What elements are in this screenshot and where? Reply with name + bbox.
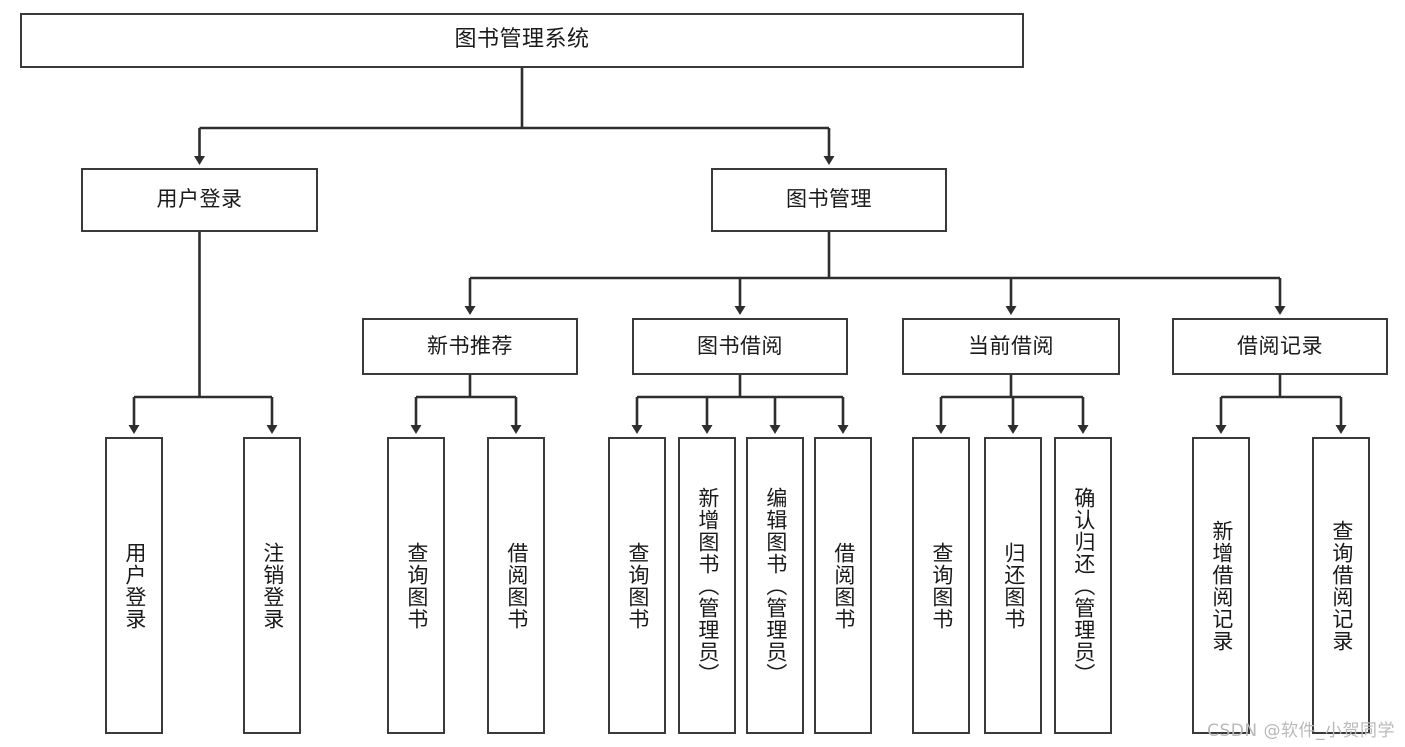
- node-leaf-query-borrow-record-label: 查询借阅记录: [1329, 519, 1354, 652]
- node-leaf-logout-label: 注销登录: [260, 541, 285, 630]
- node-leaf-add-book-admin-label: 新增图书（管理员）: [695, 486, 720, 685]
- node-leaf-return-book[interactable]: 归还图书: [984, 437, 1042, 734]
- node-leaf-query-book-recommend-label: 查询图书: [404, 541, 429, 630]
- node-book-management-label: 图书管理: [786, 187, 872, 212]
- node-leaf-borrow-book-recommend-label: 借阅图书: [504, 541, 529, 630]
- node-new-book-recommend[interactable]: 新书推荐: [362, 318, 578, 375]
- node-leaf-user-login[interactable]: 用户登录: [105, 437, 163, 734]
- node-leaf-edit-book-admin[interactable]: 编辑图书（管理员）: [746, 437, 804, 734]
- node-user-login[interactable]: 用户登录: [81, 168, 318, 232]
- node-leaf-borrow-book-label: 借阅图书: [831, 541, 856, 630]
- node-borrow-record[interactable]: 借阅记录: [1172, 318, 1388, 375]
- node-book-borrow[interactable]: 图书借阅: [632, 318, 848, 375]
- node-leaf-add-borrow-record-label: 新增借阅记录: [1209, 519, 1234, 652]
- node-borrow-record-label: 借阅记录: [1237, 333, 1323, 358]
- node-leaf-user-login-label: 用户登录: [122, 541, 147, 630]
- node-leaf-add-borrow-record[interactable]: 新增借阅记录: [1192, 437, 1250, 734]
- node-book-borrow-label: 图书借阅: [697, 333, 783, 358]
- node-leaf-borrow-book-recommend[interactable]: 借阅图书: [487, 437, 545, 734]
- node-new-book-recommend-label: 新书推荐: [427, 333, 513, 358]
- node-user-login-label: 用户登录: [156, 187, 243, 212]
- node-leaf-logout[interactable]: 注销登录: [243, 437, 301, 734]
- node-current-borrow-label: 当前借阅: [968, 333, 1054, 358]
- node-leaf-query-borrow-record[interactable]: 查询借阅记录: [1312, 437, 1370, 734]
- node-leaf-query-book-current[interactable]: 查询图书: [912, 437, 970, 734]
- node-root-label: 图书管理系统: [454, 27, 590, 53]
- node-leaf-confirm-return-admin[interactable]: 确认归还（管理员）: [1054, 437, 1112, 734]
- node-leaf-return-book-label: 归还图书: [1001, 541, 1026, 630]
- node-book-management[interactable]: 图书管理: [711, 168, 947, 232]
- node-root[interactable]: 图书管理系统: [20, 13, 1024, 68]
- node-current-borrow[interactable]: 当前借阅: [902, 318, 1120, 375]
- node-leaf-query-book-current-label: 查询图书: [929, 541, 954, 630]
- node-leaf-edit-book-admin-label: 编辑图书（管理员）: [763, 486, 788, 685]
- node-leaf-query-book-recommend[interactable]: 查询图书: [387, 437, 445, 734]
- node-leaf-borrow-book[interactable]: 借阅图书: [814, 437, 872, 734]
- node-leaf-add-book-admin[interactable]: 新增图书（管理员）: [678, 437, 736, 734]
- csdn-watermark: CSDN @软件_小贺同学: [1207, 721, 1395, 741]
- node-leaf-query-book-borrow-label: 查询图书: [625, 541, 650, 630]
- node-leaf-query-book-borrow[interactable]: 查询图书: [608, 437, 666, 734]
- node-leaf-confirm-return-admin-label: 确认归还（管理员）: [1071, 486, 1096, 685]
